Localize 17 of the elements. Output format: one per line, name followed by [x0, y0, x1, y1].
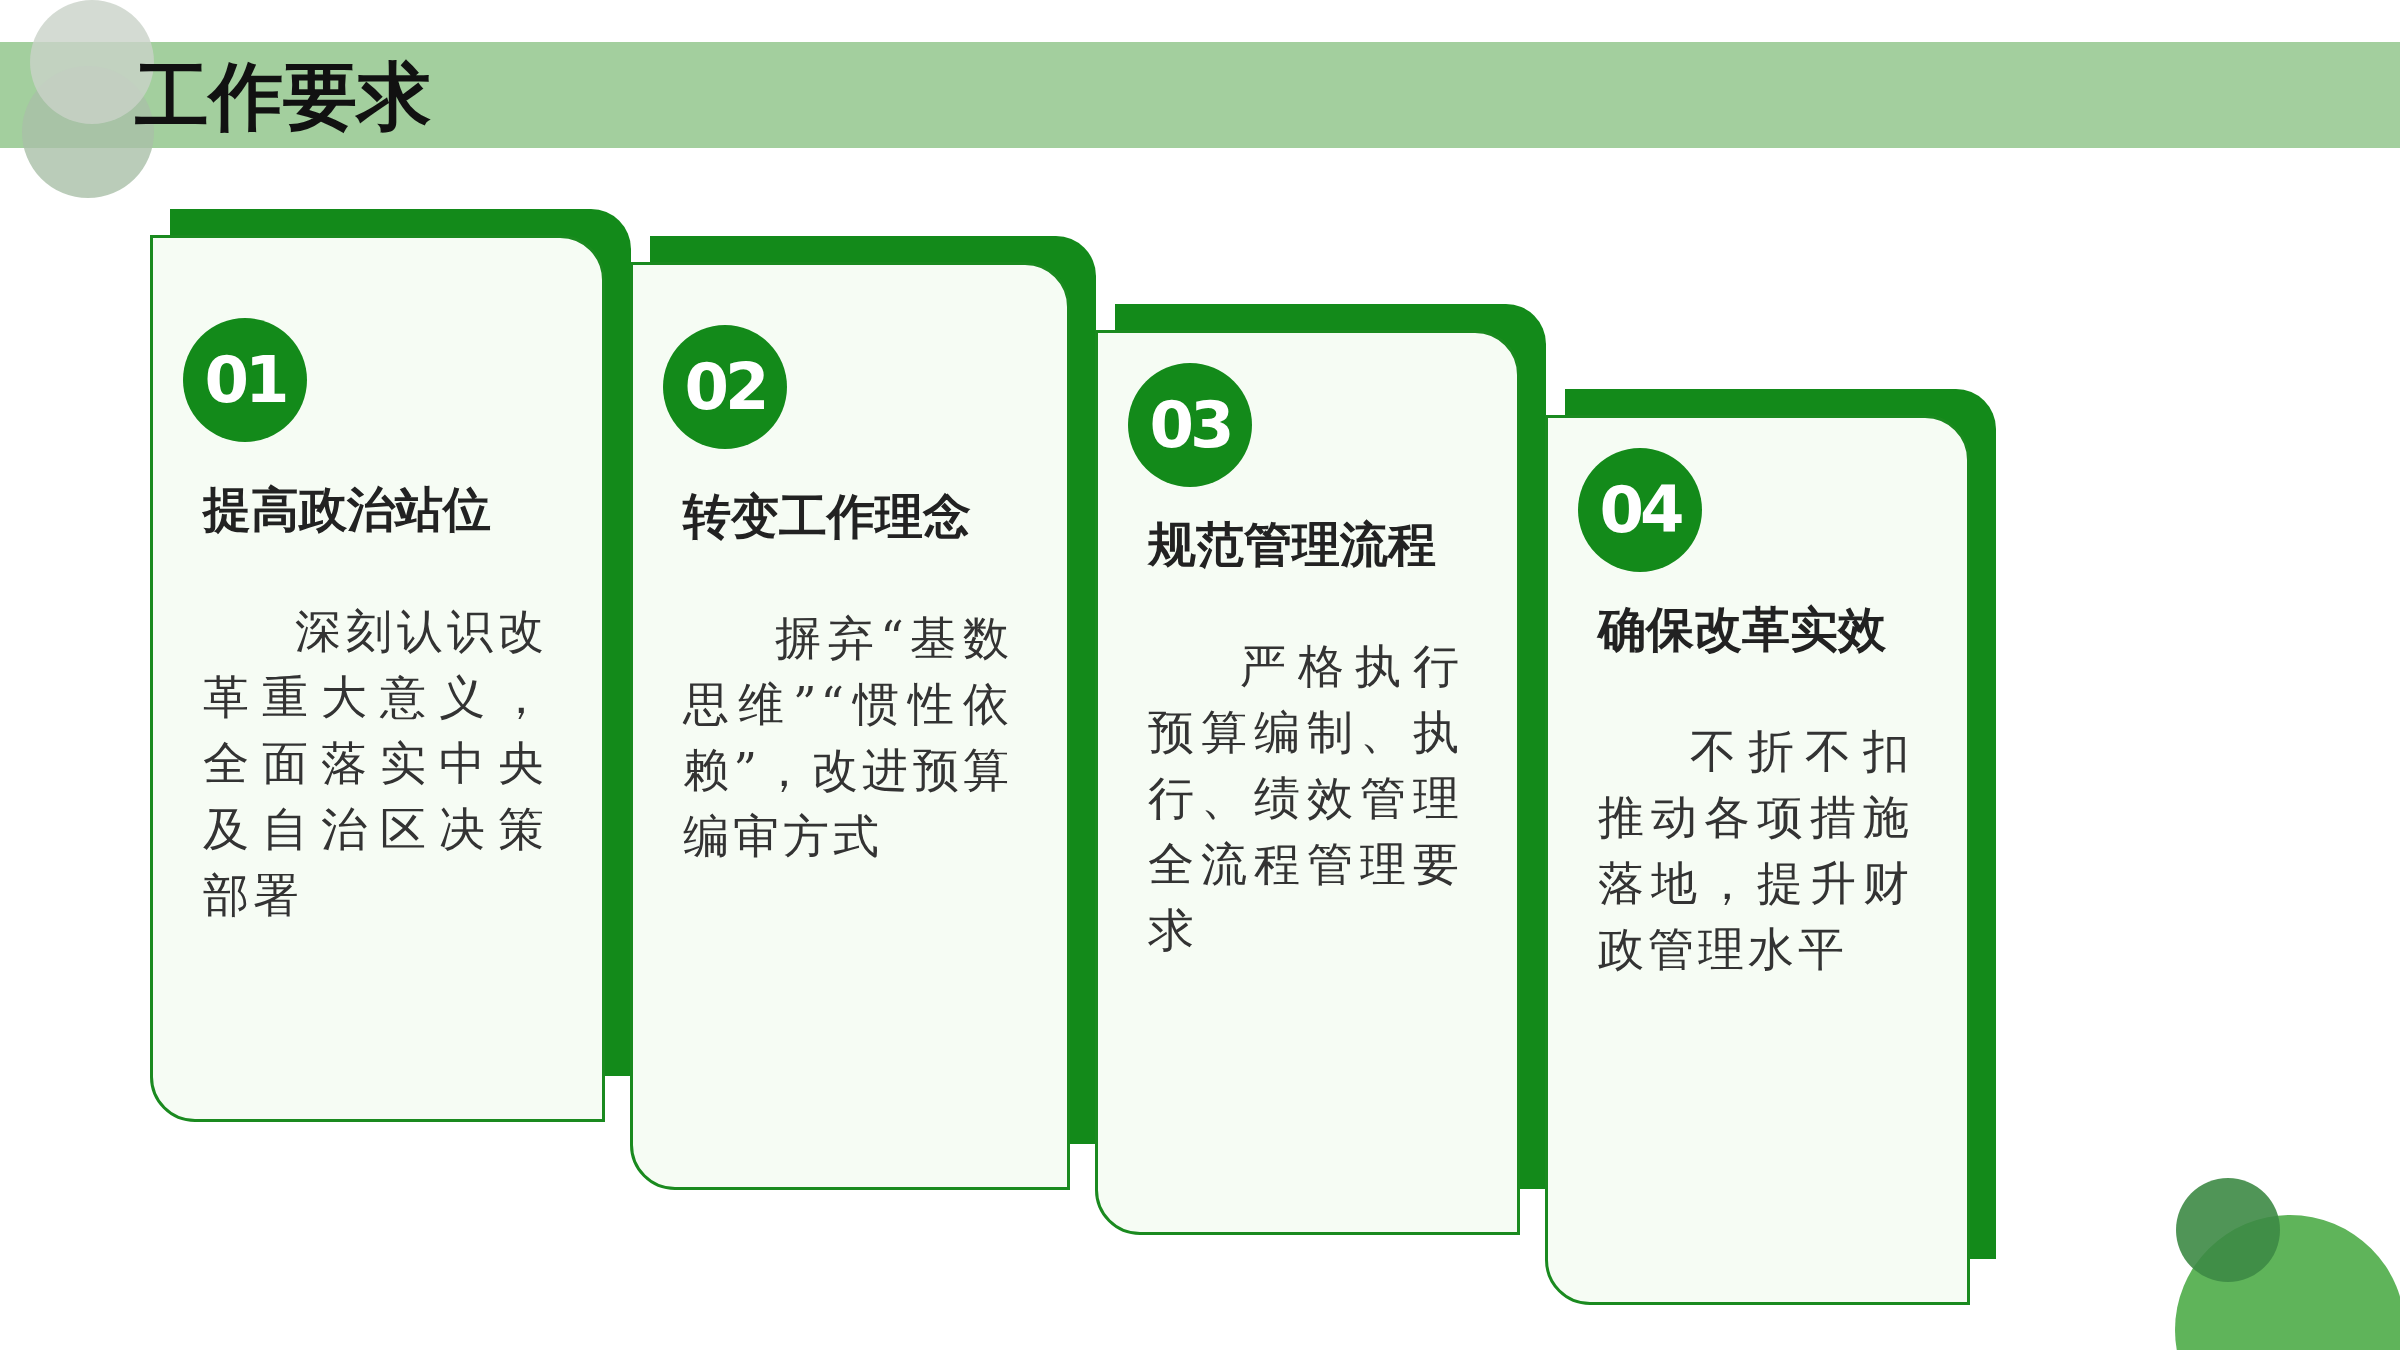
- slide-title: 工作要求: [135, 52, 431, 141]
- card-heading: 转变工作理念: [683, 487, 971, 546]
- card-heading: 确保改革实效: [1598, 600, 1886, 659]
- step-card: [1095, 330, 1520, 1235]
- card-description: 摒弃“基数思维”“惯性依赖”，改进预算编审方式: [683, 610, 1013, 865]
- card-heading: 规范管理流程: [1148, 515, 1436, 574]
- card-heading: 提高政治站位: [203, 480, 491, 539]
- step-number-circle: 02: [663, 325, 787, 449]
- card-description: 严格执行预算编制、执行、绩效管理全流程管理要求: [1148, 638, 1463, 959]
- step-number-circle: 04: [1578, 448, 1702, 572]
- card-description: 不折不扣推动各项措施落地，提升财政管理水平: [1598, 723, 1913, 978]
- step-card: [150, 235, 605, 1122]
- step-card: [630, 262, 1070, 1190]
- step-number-circle: 01: [183, 318, 307, 442]
- step-card: [1545, 415, 1970, 1305]
- step-number-circle: 03: [1128, 363, 1252, 487]
- card-description: 深刻认识改革重大意义，全面落实中央及自治区决策部署: [203, 603, 548, 924]
